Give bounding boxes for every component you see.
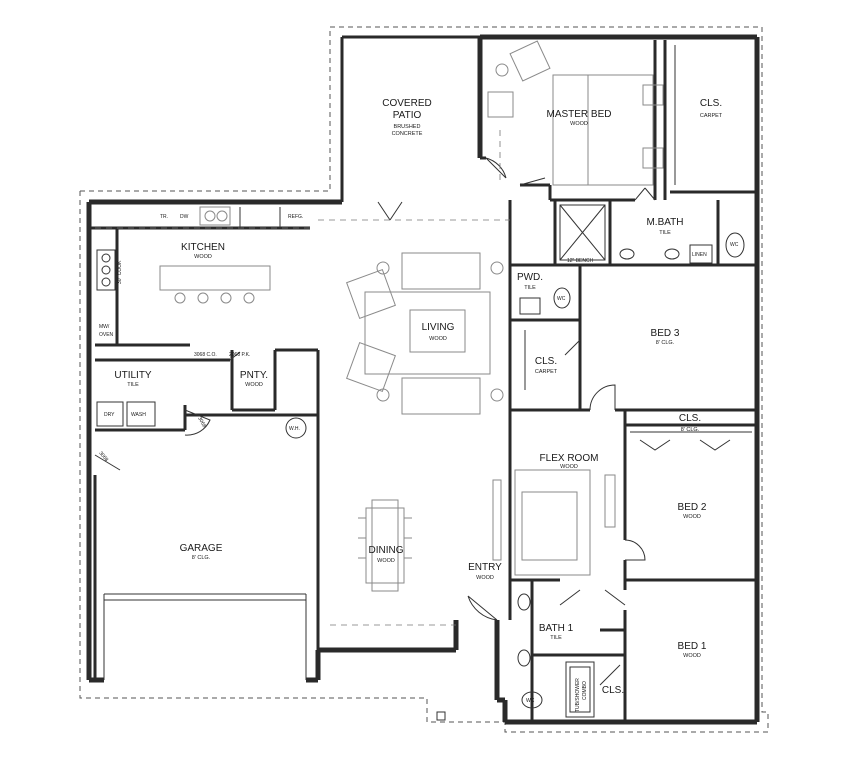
dining-furniture	[358, 499, 412, 592]
bed1-floor: WOOD	[683, 653, 701, 659]
kitchen-label: KITCHEN	[181, 242, 225, 253]
garage-door	[103, 593, 307, 680]
kitchen-fixtures	[95, 206, 310, 304]
exterior-walls	[86, 34, 760, 725]
utility-label: UTILITY	[114, 370, 152, 381]
bed2-closet-floor: 8' CLG.	[681, 427, 700, 433]
master-furniture	[487, 40, 664, 186]
bench-label: 12" BENCH	[567, 258, 594, 264]
doors	[94, 157, 656, 686]
master-wc-label: WC	[730, 242, 739, 248]
tub-label-1: TUB/SHOWER	[575, 678, 581, 712]
washer-label: WASH	[131, 412, 146, 418]
kitchen-floor: WOOD	[194, 254, 212, 260]
bath1-floor: TILE	[550, 635, 562, 641]
covered-patio-label-2: PATIO	[393, 110, 422, 121]
covered-patio-label-1: COVERED	[382, 98, 431, 109]
dryer-label: DRY	[104, 412, 115, 418]
garage-floor: 8' CLG.	[192, 555, 211, 561]
door-2068-pk-label: 2068 P.K.	[229, 352, 250, 358]
master-closet-label: CLS.	[700, 98, 722, 109]
bath1-label: BATH 1	[539, 623, 574, 634]
closet-rods	[524, 45, 752, 451]
fixture-labels: TR. DW REFG. 30" COOK MW/ OVEN DRY WASH …	[97, 214, 738, 712]
water-heater-label: W.H.	[289, 426, 300, 432]
entry-floor: WOOD	[476, 575, 494, 581]
roof-outline	[79, 26, 769, 733]
master-bath-label: M.BATH	[646, 217, 683, 228]
bath1-wc-label: WC	[526, 698, 535, 704]
entry-label: ENTRY	[468, 562, 502, 573]
utility-appliances	[96, 401, 156, 427]
garage-label: GARAGE	[180, 543, 223, 554]
powder-wc-label: WC	[557, 296, 566, 302]
master-closet-floor: CARPET	[700, 113, 723, 119]
trash-label: TR.	[160, 214, 168, 220]
hall-closet-label: CLS.	[535, 356, 557, 367]
flex-room-floor: WOOD	[560, 464, 578, 470]
living-floor: WOOD	[429, 336, 447, 342]
bed2-label: BED 2	[678, 502, 707, 513]
powder-label: PWD.	[517, 272, 543, 283]
cooktop-label: 30" COOK	[117, 260, 123, 284]
microwave-oven-label-1: MW/	[99, 324, 110, 330]
flex-room-label: FLEX ROOM	[540, 453, 599, 464]
interior-walls	[89, 40, 757, 722]
door-3068-co-label: 3068 C.O.	[194, 352, 217, 358]
pantry-label: PNTY.	[240, 370, 268, 381]
dining-label: DINING	[369, 545, 404, 556]
flex-furniture	[492, 469, 616, 576]
covered-patio-floor-2: CONCRETE	[392, 131, 423, 137]
room-labels: COVERED PATIO BRUSHED CONCRETE MASTER BE…	[114, 98, 722, 696]
dishwasher-label: DW	[180, 214, 189, 220]
door-3068-garage-label: 3068	[97, 450, 109, 463]
refrigerator-label: REFG.	[288, 214, 303, 220]
master-bed-label: MASTER BED	[546, 109, 611, 120]
pantry-floor: WOOD	[245, 382, 263, 388]
bed2-floor: WOOD	[683, 514, 701, 520]
living-furniture	[318, 219, 510, 626]
bath-fixtures	[285, 204, 745, 718]
master-bed-floor: WOOD	[570, 121, 588, 127]
hall-closet-floor: CARPET	[535, 369, 558, 375]
utility-floor: TILE	[127, 382, 139, 388]
bed3-floor: 8' CLG.	[656, 340, 675, 346]
tub-label-2: COMBO	[582, 681, 588, 700]
living-label: LIVING	[422, 322, 455, 333]
linen-label: LINEN	[692, 252, 707, 258]
bed3-label: BED 3	[651, 328, 680, 339]
covered-patio-floor-1: BRUSHED	[394, 124, 421, 130]
dining-floor: WOOD	[377, 558, 395, 564]
master-bath-floor: TILE	[659, 230, 671, 236]
bed1-label: BED 1	[678, 641, 707, 652]
bed1-closet-label: CLS.	[602, 685, 624, 696]
microwave-oven-label-2: OVEN	[99, 332, 114, 338]
powder-floor: TILE	[524, 285, 536, 291]
door-3068-utility-label: 3068	[196, 416, 207, 429]
bed2-closet-label: CLS.	[679, 413, 701, 424]
